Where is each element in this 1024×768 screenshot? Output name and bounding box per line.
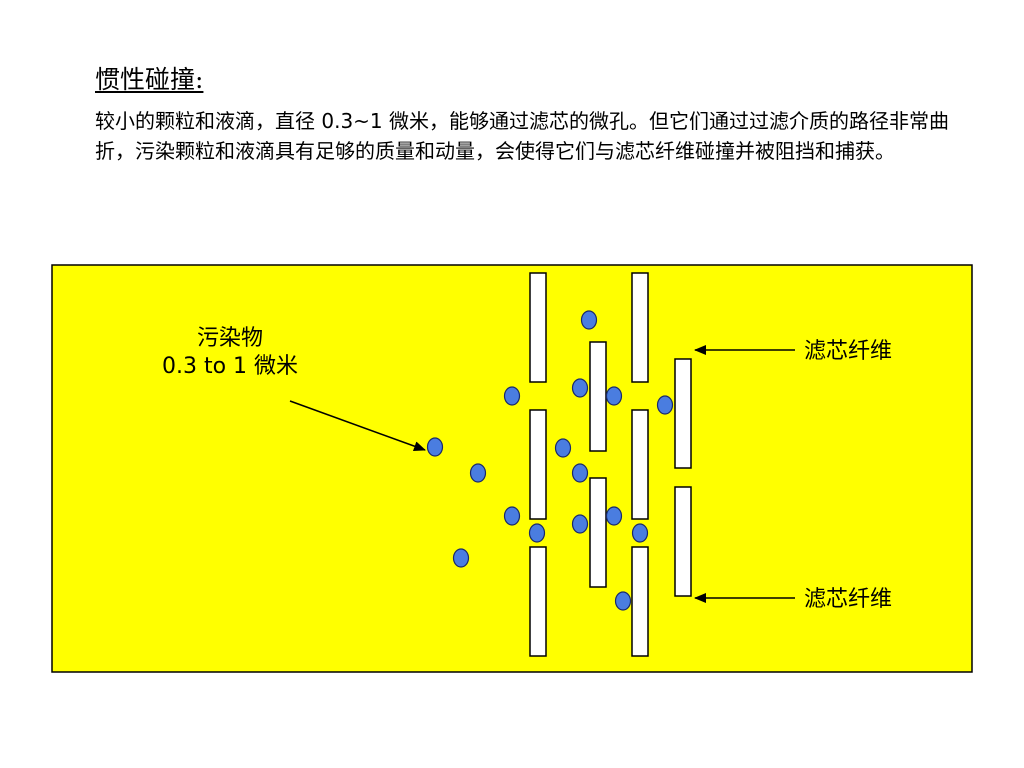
filter-fiber: [631, 272, 649, 383]
contaminant-label-size: 0.3 to 1 微米: [161, 354, 299, 379]
particle: [571, 378, 589, 398]
arrows: [289, 345, 795, 603]
particle: [656, 395, 674, 415]
particle: [580, 310, 598, 330]
filter-fiber: [631, 409, 649, 520]
particle: [605, 506, 623, 526]
filter-fiber: [529, 546, 547, 657]
contaminant-label-name: 污染物: [196, 326, 263, 351]
filter-fibers: [529, 272, 692, 657]
filter-fiber: [674, 358, 692, 469]
particle: [469, 463, 487, 483]
filter-fiber: [631, 546, 649, 657]
particle: [426, 437, 444, 457]
filter-fiber: [589, 477, 607, 588]
particle: [503, 506, 521, 526]
particle: [631, 523, 649, 543]
filter-fiber: [529, 409, 547, 520]
fiber-label-top: 滤芯纤维: [804, 339, 893, 364]
contaminant-particles: [426, 310, 674, 611]
filter-fiber: [674, 486, 692, 597]
particle: [571, 514, 589, 534]
fiber-label-bottom: 滤芯纤维: [804, 587, 893, 612]
particle: [503, 386, 521, 406]
contaminant-label: 污染物 0.3 to 1 微米: [130, 325, 330, 381]
particle: [452, 548, 470, 568]
filter-fiber: [529, 272, 547, 383]
filter-fiber: [589, 341, 607, 452]
particle: [605, 386, 623, 406]
slide-title: 惯性碰撞:: [95, 65, 204, 94]
contaminant-arrow: [289, 400, 426, 451]
particle: [614, 591, 632, 611]
particle: [528, 523, 546, 543]
diagram-background: [51, 264, 973, 673]
particle: [554, 438, 572, 458]
particle: [571, 463, 589, 483]
description-paragraph: 较小的颗粒和液滴，直径 0.3~1 微米，能够通过滤芯的微孔。但它们通过过滤介质…: [95, 109, 950, 163]
